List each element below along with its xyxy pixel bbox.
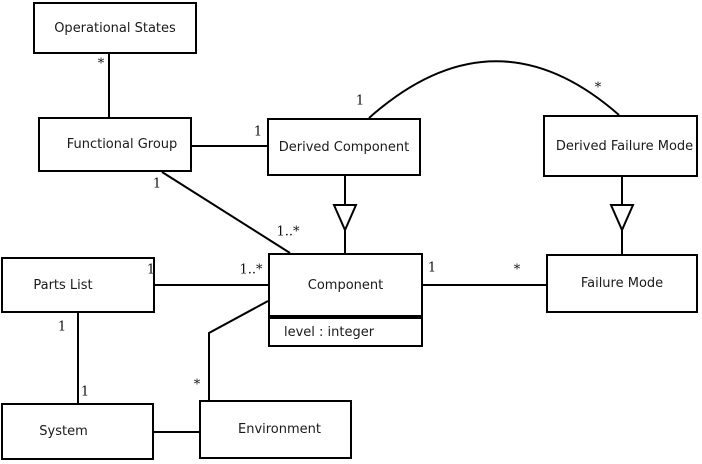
edge-component-environment	[208, 300, 269, 400]
multiplicity-label: *	[594, 80, 602, 96]
multiplicity-label: 1	[355, 93, 365, 109]
node-label-operational-states: Operational States	[54, 20, 176, 36]
component-attributes-compartment: level : integer	[268, 317, 423, 347]
multiplicity-label: *	[513, 262, 521, 278]
edge-derived-component-derived-failure-mode-arc	[368, 60, 620, 119]
node-label-parts-list: Parts List	[33, 277, 93, 293]
component-name-compartment: Component	[268, 253, 423, 317]
node-label-system: System	[39, 424, 88, 439]
edge-functional-group-component	[161, 171, 291, 254]
node-environment: Environment	[199, 400, 352, 459]
node-functional-group: Functional Group	[38, 117, 192, 172]
node-label-environment: Environment	[237, 422, 321, 437]
multiplicity-label: 1	[80, 384, 90, 400]
edge-derived-failure-mode-failure-mode-generalization	[609, 177, 635, 254]
node-failure-mode: Failure Mode	[546, 254, 698, 313]
node-system: System	[1, 403, 154, 460]
multiplicity-label: *	[97, 56, 105, 72]
node-label-functional-group: Functional Group	[66, 137, 178, 152]
node-label-failure-mode: Failure Mode	[580, 276, 664, 291]
component-attribute-level: level : integer	[284, 324, 375, 340]
multiplicity-label: 1..*	[239, 262, 263, 278]
node-derived-component: Derived Component	[267, 118, 421, 176]
node-label-derived-component: Derived Component	[278, 139, 410, 155]
node-derived-failure-mode: Derived Failure Mode	[543, 115, 698, 177]
generalization-triangle-icon	[332, 204, 358, 233]
multiplicity-label: *	[193, 377, 201, 393]
multiplicity-label: 1	[152, 176, 162, 192]
multiplicity-label: 1..*	[276, 224, 300, 240]
node-label-component: Component	[307, 277, 384, 293]
multiplicity-label: 1	[427, 260, 437, 276]
multiplicity-label: 1	[146, 262, 156, 278]
multiplicity-label: 1	[253, 124, 263, 140]
node-parts-list: Parts List	[1, 257, 155, 313]
node-operational-states: Operational States	[33, 2, 197, 54]
multiplicity-label: 1	[57, 319, 67, 335]
generalization-triangle-icon	[609, 204, 635, 233]
edge-derived-component-component-generalization	[332, 176, 358, 253]
node-label-derived-failure-mode: Derived Failure Mode	[555, 138, 694, 154]
node-component: Component level : integer	[268, 253, 423, 347]
